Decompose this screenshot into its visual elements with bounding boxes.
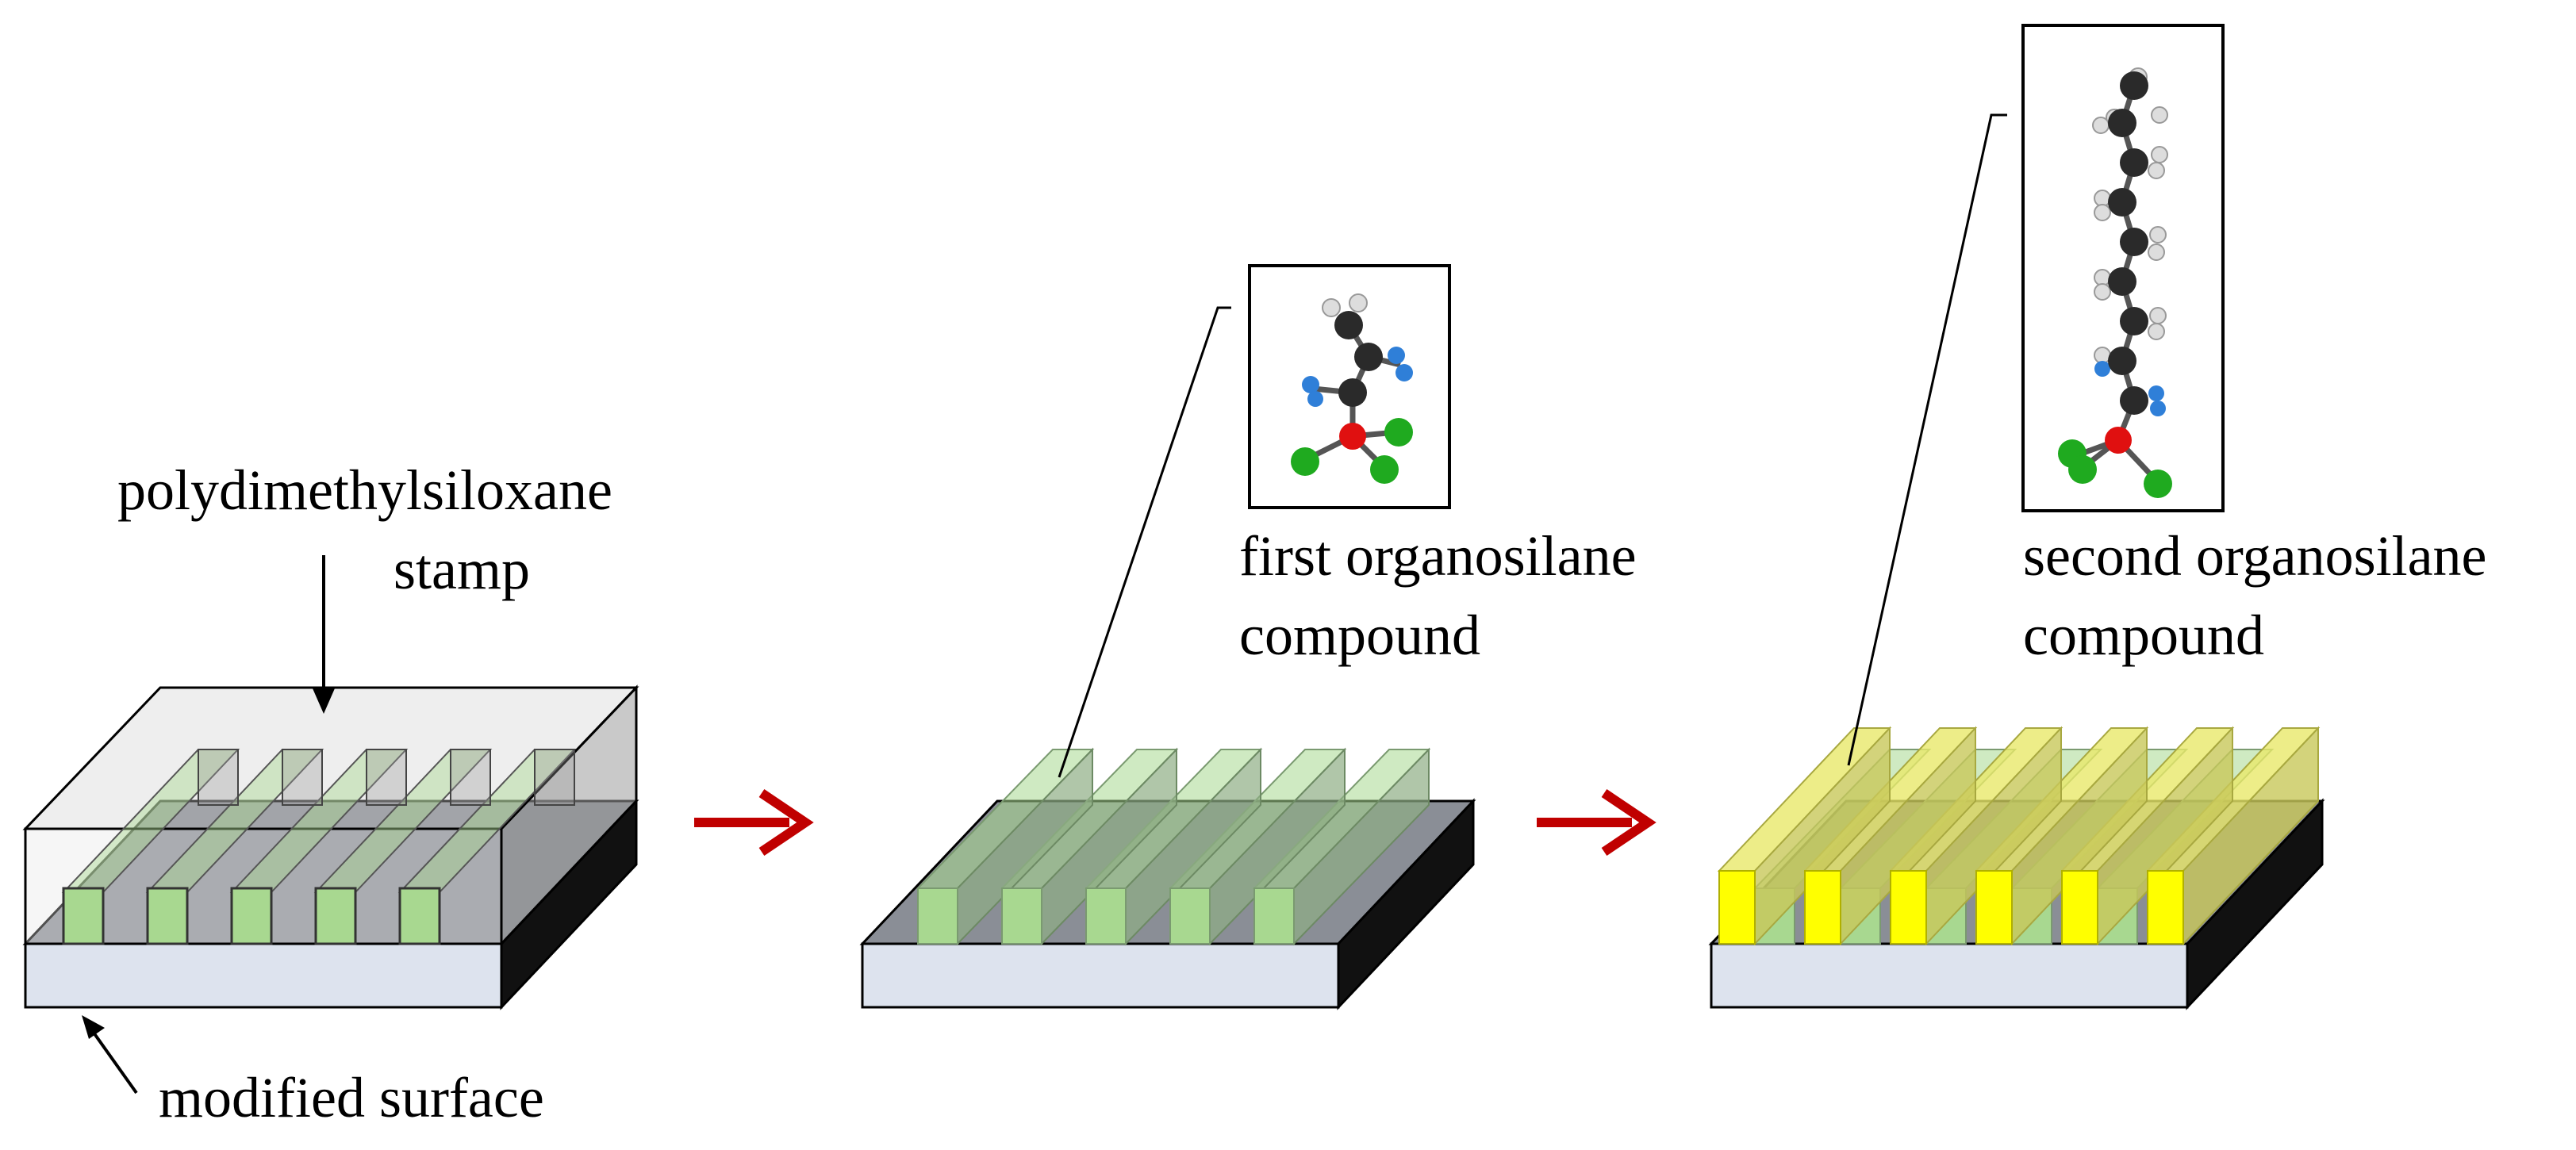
arrow-right-icon	[694, 789, 814, 856]
panel-stamp-on-surface: polydimethylsiloxane stamp modified surf…	[22, 458, 639, 1129]
panel-first-compound: first organosilane compound	[859, 264, 1637, 1010]
panel-second-compound: second organosilane compound	[1708, 24, 2487, 1010]
first-compound-label-line2: compound	[1239, 604, 1480, 667]
first-compound-lines-2	[916, 747, 1431, 946]
molecule-icon	[2021, 24, 2225, 512]
leader-line-2	[1847, 113, 2007, 766]
stamp-ridges	[61, 749, 577, 893]
surface-pointer-arrow	[82, 1015, 138, 1094]
arrow-right-icon	[1537, 789, 1657, 856]
leader-line-1	[1058, 306, 1231, 778]
second-compound-label-line2: compound	[2023, 604, 2264, 667]
stamp-label-line2: stamp	[394, 538, 530, 601]
second-compound-label-line1: second organosilane	[2023, 524, 2487, 588]
stamp-label-line1: polydimethylsiloxane	[117, 458, 612, 522]
first-compound-label-line1: first organosilane	[1239, 524, 1637, 588]
molecule-icon	[1248, 264, 1451, 509]
stamp-pointer-arrow	[313, 555, 335, 714]
second-compound-lines	[1717, 726, 2321, 946]
surface-label: modified surface	[159, 1066, 544, 1129]
first-compound-lines-1	[62, 887, 441, 945]
